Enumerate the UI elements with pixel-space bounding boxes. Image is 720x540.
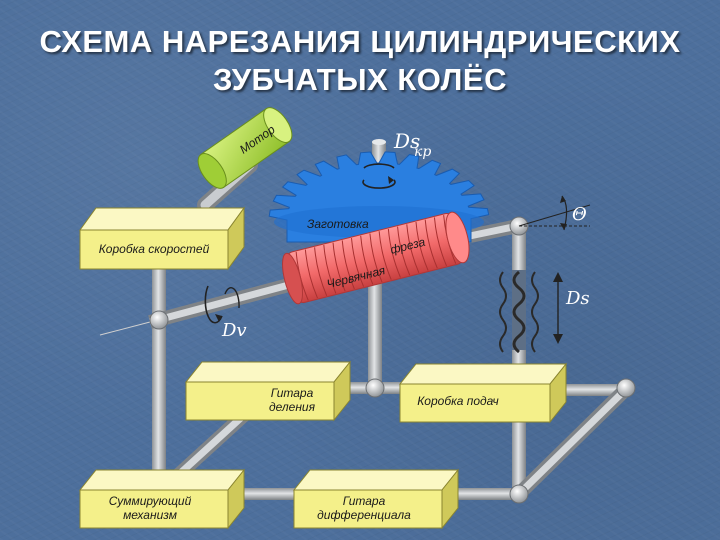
- motor: Мотор: [197, 107, 293, 189]
- index-guitar-label-2: деления: [269, 400, 316, 414]
- diff-guitar-label-1: Гитара: [343, 494, 386, 508]
- hob-thread: [433, 217, 448, 267]
- vertical-feed-arrow: [553, 272, 563, 344]
- feed-box: Коробка подач: [398, 362, 568, 424]
- speed-box: Коробка скоростей: [79, 206, 245, 271]
- dv-label: Dv: [221, 320, 247, 341]
- diff-guitar-label-2: дифференциала: [317, 508, 411, 522]
- hob-thread: [387, 228, 401, 278]
- workpiece-rotation-arrow: [362, 163, 396, 189]
- page-title-line-1: СХЕМА НАРЕЗАНИЯ ЦИЛИНДРИЧЕСКИХ: [39, 24, 681, 59]
- hob-thread: [341, 240, 355, 290]
- hob-thread: [424, 219, 438, 269]
- hob-thread: [360, 235, 374, 285]
- theta-label: Θ: [572, 204, 587, 225]
- hob-thread: [397, 226, 411, 276]
- index-guitar-box: Гитара деления: [184, 360, 352, 422]
- summing-label-2: механизм: [123, 508, 177, 522]
- shafts: [99, 139, 630, 500]
- workpiece-label: Заготовка: [307, 217, 369, 231]
- hob-thread: [350, 238, 365, 287]
- ds-label: Ds: [565, 288, 590, 309]
- hob-thread: [415, 221, 429, 271]
- theta-angle-indicator: [518, 195, 591, 231]
- summing-mechanism-box: Суммирующий механизм: [78, 468, 246, 530]
- hob-thread: [323, 244, 337, 294]
- feed-screw: [499, 270, 539, 354]
- hob-thread: [406, 224, 420, 274]
- hob-thread: [332, 242, 346, 292]
- feed-box-label: Коробка подач: [417, 394, 499, 408]
- speed-box-label: Коробка скоростей: [99, 242, 210, 256]
- hob-thread: [369, 233, 383, 283]
- hob-thread: [314, 247, 328, 297]
- hob-cutter: Червячная фреза: [282, 211, 470, 305]
- hob-thread: [378, 231, 392, 280]
- ds-kr-subscript: кр: [414, 144, 431, 160]
- differential-guitar-box: Гитара дифференциала: [292, 468, 460, 530]
- index-guitar-label-1: Гитара: [271, 386, 314, 400]
- page-title-line-2: ЗУБЧАТЫХ КОЛЁС: [213, 62, 507, 97]
- summing-label-1: Суммирующий: [109, 494, 192, 508]
- hob-thread: [304, 249, 318, 299]
- ds-kr-label: Ds: [393, 129, 420, 153]
- hob-rotation-arrow: [204, 285, 240, 324]
